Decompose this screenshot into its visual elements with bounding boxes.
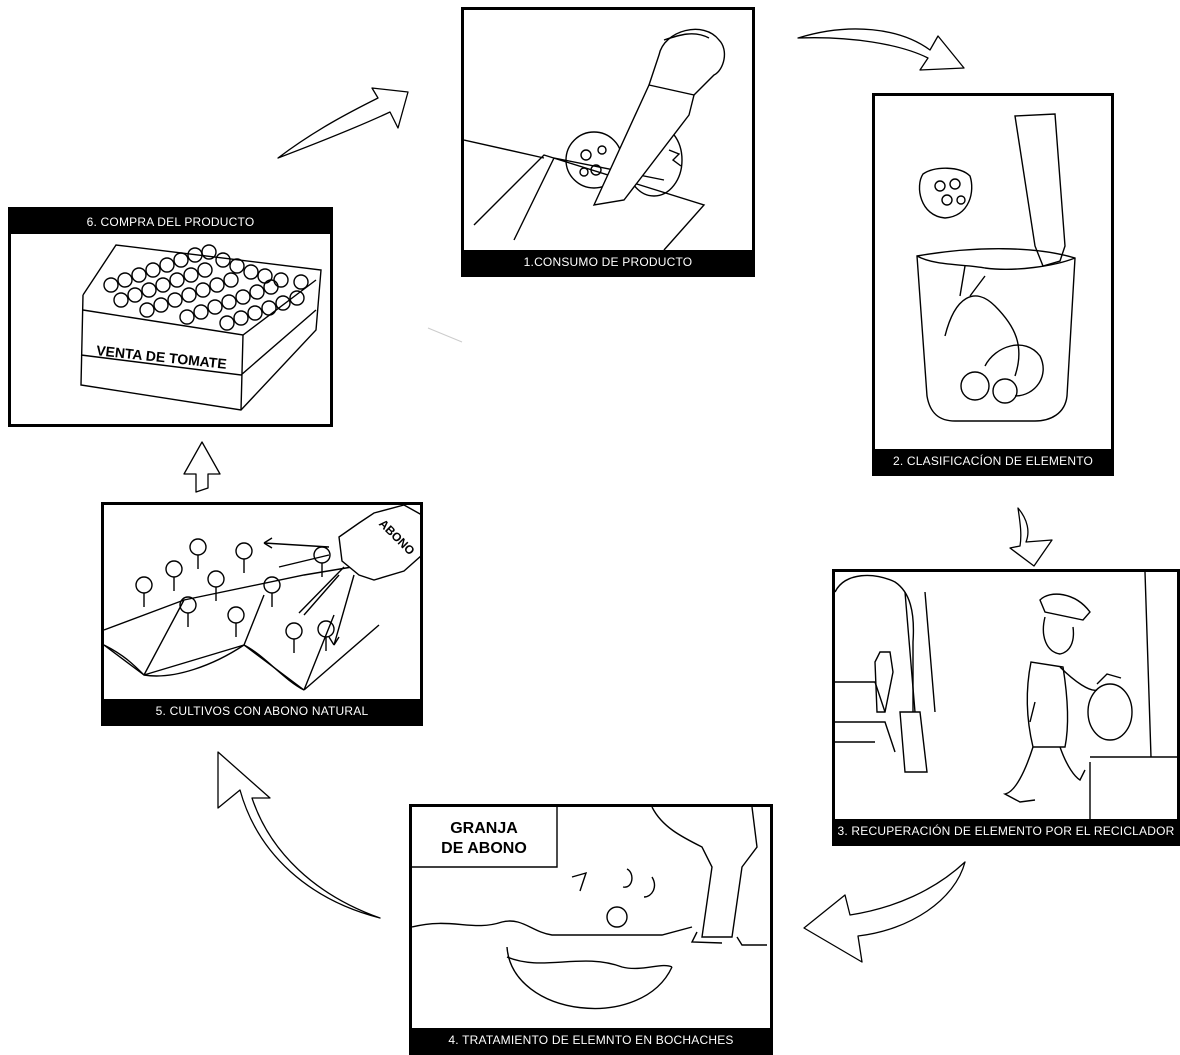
fertilizer-bag-icon: ABONO bbox=[104, 505, 423, 703]
cycle-arrow-icon bbox=[804, 862, 965, 962]
step-5-caption: 5. CULTIVOS CON ABONO NATURAL bbox=[104, 699, 420, 723]
cycle-arrow-icon bbox=[798, 29, 964, 70]
step-4-panel: GRANJA DE ABONO 4. TRATAMIENTO DE ELEMNT… bbox=[409, 804, 773, 1055]
step-5-panel: ABONO 5. CULTIVOS CON ABONO NATURAL bbox=[101, 502, 423, 726]
step-6-panel: 6. COMPRA DEL PRODUCTO VENTA DE TOMATE bbox=[8, 207, 333, 427]
cycle-arrow-icon bbox=[1010, 508, 1052, 566]
tomato-crate-icon: VENTA DE TOMATE bbox=[11, 210, 333, 427]
knife-icon bbox=[464, 10, 755, 258]
step-4-caption: 4. TRATAMIENTO DE ELEMNTO EN BOCHACHES bbox=[412, 1028, 770, 1052]
recycler-person-icon bbox=[835, 572, 1180, 822]
cycle-arrow-icon bbox=[218, 752, 380, 918]
step-2-caption: 2. CLASIFICACÍON DE ELEMENTO bbox=[875, 449, 1111, 473]
step-2-panel: 2. CLASIFICACÍON DE ELEMENTO bbox=[872, 93, 1114, 476]
step-1-caption: 1.CONSUMO DE PRODUCTO bbox=[464, 250, 752, 274]
step-1-panel: 1.CONSUMO DE PRODUCTO bbox=[461, 7, 755, 277]
compost-pit-icon: GRANJA DE ABONO bbox=[412, 807, 773, 1033]
cycle-arrow-icon bbox=[184, 442, 220, 492]
crate-label: VENTA DE TOMATE bbox=[96, 342, 228, 372]
step-3-caption: 3. RECUPERACIÓN DE ELEMENTO POR EL RECIC… bbox=[835, 819, 1177, 843]
farm-sign-line2: DE ABONO bbox=[441, 840, 527, 857]
farm-sign-line1: GRANJA bbox=[450, 820, 518, 837]
step-3-panel: 3. RECUPERACIÓN DE ELEMENTO POR EL RECIC… bbox=[832, 569, 1180, 846]
cycle-arrow-icon bbox=[278, 88, 408, 158]
trash-bin-icon bbox=[875, 96, 1114, 451]
